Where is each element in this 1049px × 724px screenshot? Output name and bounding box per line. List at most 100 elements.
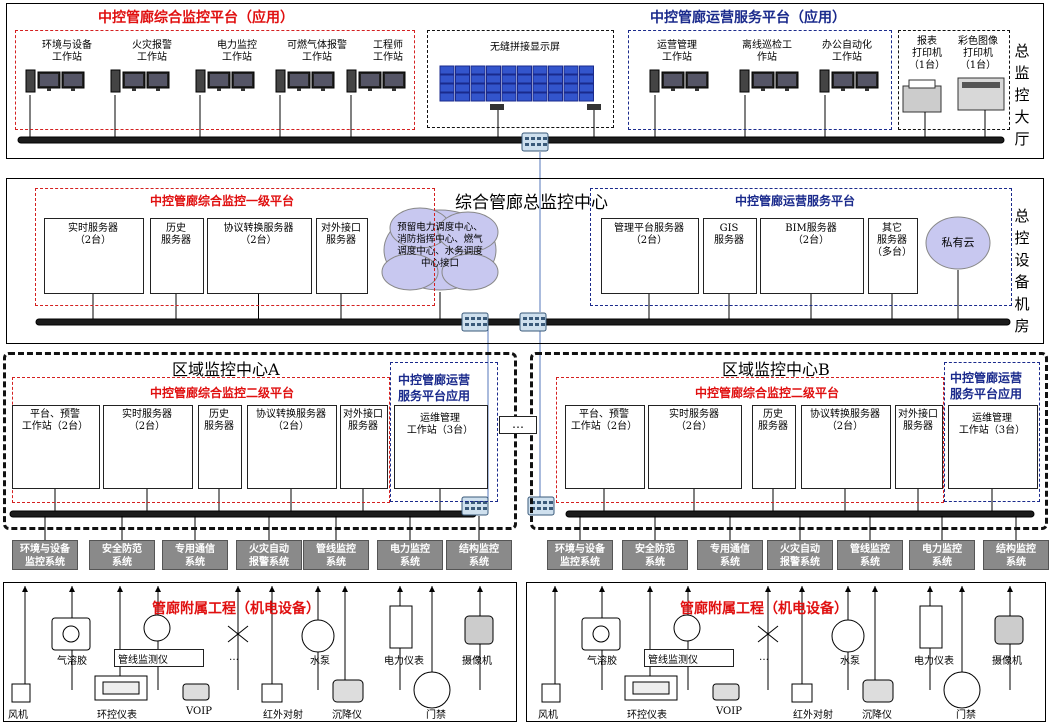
video-wall-tile — [579, 92, 594, 102]
arrow-head — [269, 586, 275, 592]
room-switch-left-port — [471, 317, 475, 320]
arrow-head — [342, 586, 348, 592]
hall-switch-port — [531, 137, 535, 140]
hall-workstation-label: 电力监控 工作站 — [217, 40, 257, 63]
interface-cloud-puff — [381, 253, 439, 291]
region_b-box-label: 对外接口 服务器 — [898, 409, 938, 432]
region-b-switch-port — [549, 507, 553, 510]
valve-icon — [227, 625, 249, 643]
region-b-switch-port — [543, 501, 547, 504]
video-wall-tile — [548, 74, 563, 84]
video-wall-tile — [439, 92, 455, 102]
camera-icon — [994, 615, 1024, 645]
private-cloud — [925, 216, 991, 270]
video-wall-tile — [532, 65, 548, 75]
arrow-head — [315, 586, 321, 592]
video-wall-tile — [517, 83, 532, 93]
device-label-voip: VOIP — [186, 706, 212, 717]
device-label-infrared: 红外对射 — [793, 710, 833, 721]
hall-switch-port — [543, 143, 547, 146]
region-a-ops-frame — [390, 362, 498, 502]
hall-ops-pc-mon2-glass — [688, 74, 706, 86]
hall-workstation-label: 火灾报警 工作站 — [132, 40, 172, 63]
env-meter-screen — [632, 681, 670, 695]
region_a-box-label: 协议转换服务器 （2台） — [256, 409, 326, 432]
region_b-box-label: 实时服务器 （2台） — [669, 409, 719, 432]
arrow-head — [845, 586, 851, 592]
video-wall-tile — [532, 92, 548, 102]
region_a-box-label: 实时服务器 （2台） — [122, 409, 172, 432]
video-wall-tile — [439, 74, 455, 84]
fan-icon — [541, 683, 561, 703]
hall-pc-mon1-stand — [297, 88, 301, 91]
hall-workstation-label: 环境与设备 工作站 — [42, 40, 92, 63]
room-right-server-box — [868, 218, 918, 294]
hall-ops-pc-mon2-glass — [778, 74, 796, 86]
hall-side-label: 总 监 控 大 厅 — [1014, 42, 1030, 148]
system-box-a: 火灾自动 报警系统 — [236, 540, 302, 570]
system-box-b: 火灾自动 报警系统 — [767, 540, 833, 570]
hall-pc-tower — [110, 69, 121, 93]
system-box-b: 专用通信 系统 — [697, 540, 763, 570]
hall-pc-tower — [195, 69, 206, 93]
region-a-switch-port — [477, 501, 481, 504]
room-left-server-label: 历史 服务器 — [161, 223, 191, 246]
video-wall-tile — [501, 65, 517, 75]
hall-ops-pc-mon1-glass — [664, 74, 682, 86]
arrow-head — [799, 586, 805, 592]
hall-switch-port — [525, 143, 529, 146]
hall-workstation-label: 可燃气体报警 工作站 — [287, 40, 347, 63]
pump-icon — [831, 619, 865, 653]
video-wall-tile — [563, 65, 579, 75]
hall-switch-port — [543, 137, 547, 140]
hall-ops-label: 离线巡检工 作站 — [742, 40, 792, 63]
region_a-box — [103, 405, 193, 489]
room-left-title: 中控管廊综合监控一级平台 — [150, 194, 295, 208]
device-label-voip: VOIP — [716, 706, 742, 717]
arrow-head — [599, 586, 605, 592]
room-left-server-box — [150, 218, 204, 294]
arrow-head — [235, 586, 241, 592]
region-b-title: 区域监控中心B — [722, 360, 830, 379]
system-box-b: 结构监控 系统 — [983, 540, 1049, 570]
system-box-b: 环境与设备 监控系统 — [547, 540, 613, 570]
video-wall-tile — [517, 74, 532, 84]
hall-pc-mon1-glass — [125, 74, 143, 86]
system-box-b: 电力监控 系统 — [909, 540, 975, 570]
video-wall-tile — [470, 92, 486, 102]
hall-ops-pc-mon2-stand — [785, 88, 789, 91]
device-label-fan: 风机 — [8, 710, 28, 721]
video-wall-tile — [563, 83, 579, 93]
video-wall-tile — [470, 83, 486, 93]
device-label-door: 门禁 — [956, 710, 976, 721]
hall-pc-tower — [346, 69, 357, 93]
video-wall-tile — [439, 65, 455, 75]
room-left-server-label: 协议转换服务器 （2台） — [223, 223, 294, 246]
hall-printer-label: 彩色图像 打印机 （1台） — [958, 36, 998, 71]
hall-pc-mon2-stand — [392, 88, 396, 91]
pipeline-gauge-icon — [673, 614, 701, 642]
region-b-ops-frame — [944, 362, 1040, 502]
region_b-box-label: 协议转换服务器 （2台） — [810, 409, 880, 432]
video-wall-frame — [427, 30, 614, 128]
system-box-a: 安全防范 系统 — [89, 540, 155, 570]
video-wall-tile — [486, 92, 501, 102]
interface-cloud-label: 预留电力调度中心、 消防指挥中心、燃气 调度中心、水务调度 中心接口 — [397, 222, 483, 269]
system-box-b: 安全防范 系统 — [622, 540, 688, 570]
device-label-valve_dots: … — [759, 652, 769, 663]
room-right-frame — [590, 188, 1012, 306]
hall-pc-mon2-stand — [321, 88, 325, 91]
hall-ops-pc-mon1-stand — [761, 88, 765, 91]
region-a-switch-port — [465, 507, 469, 510]
valve-icon — [757, 625, 779, 643]
video-wall-tile — [579, 83, 594, 93]
hall-pc-mon1-stand — [217, 88, 221, 91]
arrow-head — [397, 586, 403, 592]
region_b-box-label: 平台、预警 工作站（2台） — [570, 409, 638, 432]
room-switch-left-port — [471, 323, 475, 326]
room-switch-left-port — [483, 317, 487, 320]
region_a-box-label: 平台、预警 工作站（2台） — [21, 409, 89, 432]
interface-cloud-puff — [437, 211, 499, 253]
voip-icon — [712, 683, 740, 701]
